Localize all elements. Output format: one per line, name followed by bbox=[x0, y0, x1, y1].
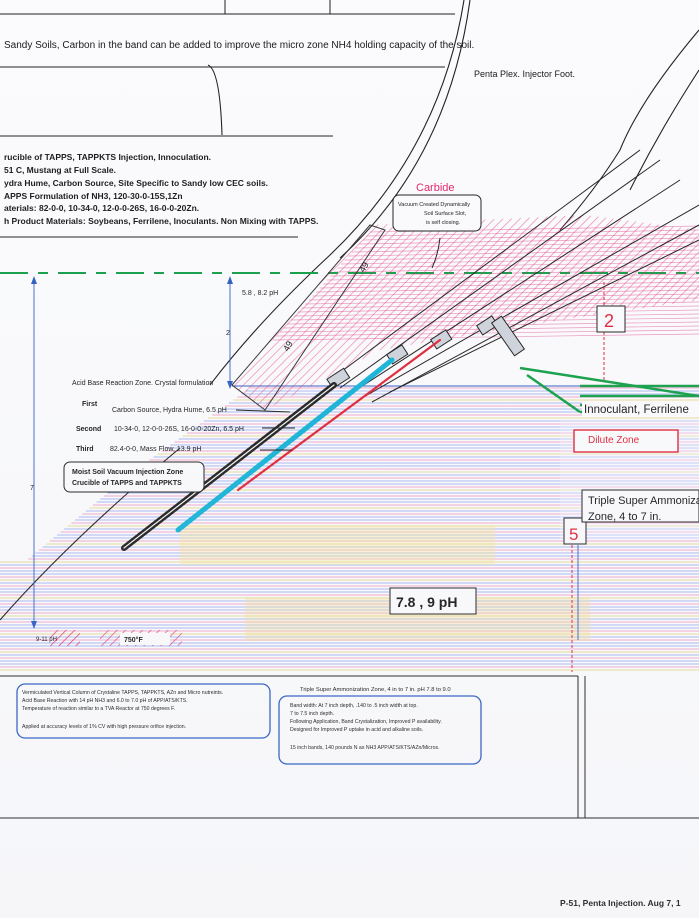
box-five-frame bbox=[563, 517, 587, 545]
temp-label: 750°F bbox=[124, 636, 143, 644]
injection-tubes bbox=[121, 338, 442, 551]
triple-zone-line-1: Band width: At 7 inch depth, .140 to .5 … bbox=[290, 703, 418, 709]
dim-seven-label: 7 bbox=[30, 485, 34, 492]
first-text: Carbon Source, Hydra Hume, 6.5 pH bbox=[112, 407, 227, 414]
dilute-zone-frame bbox=[573, 429, 679, 453]
triple-super-line-2: Zone, 4 to 7 in. bbox=[588, 511, 661, 523]
ph-main-frame bbox=[389, 587, 477, 615]
first-label: First bbox=[82, 401, 98, 408]
sandy-soils-note: Sandy Soils, Carbon in the band can be a… bbox=[4, 40, 474, 51]
box-two: 2 bbox=[604, 311, 614, 331]
angle-a-label: 49 bbox=[357, 260, 371, 274]
angle-b-label: 49 bbox=[281, 339, 295, 353]
second-text: 10-34-0, 12-0-0-26S, 16-0-0-20Zn, 6.5 pH bbox=[114, 426, 244, 433]
red-drop-arrows bbox=[571, 282, 605, 672]
triple-zone-line-4: Designed for Improved P uptake in acid a… bbox=[290, 727, 423, 733]
box-two-frame bbox=[596, 305, 626, 333]
crystal-column-box bbox=[16, 683, 271, 739]
innoculant-bg bbox=[582, 401, 699, 417]
vacuum-line-2: Soil Surface Slot, bbox=[424, 211, 467, 217]
crystal-line-2: Acid Base Reaction with 14 pH NH3 and 6.… bbox=[22, 698, 188, 704]
dilute-zone-label: Dilute Zone bbox=[588, 435, 640, 446]
heat-marks bbox=[50, 630, 182, 646]
second-label: Second bbox=[76, 426, 101, 433]
materials-note: aterials: 82-0-0, 10-34-0, 12-0-0-26S, 1… bbox=[4, 203, 199, 213]
vacuum-line-1: Vacuum Created Dynamically bbox=[398, 202, 470, 208]
acid-base-label: Acid Base Reaction Zone. Crystal formula… bbox=[72, 380, 213, 387]
injector-shank bbox=[329, 149, 699, 403]
triple-zone-line-2: 7 to 7.5 inch depth. bbox=[290, 711, 334, 717]
penta-plex-label: Penta Plex. Injector Foot. bbox=[474, 69, 575, 79]
triple-zone-line-6: 15 inch bands, 140 pounds N as NH3 APP/A… bbox=[290, 745, 440, 751]
triple-super-line-1: Triple Super Ammoniza bbox=[588, 495, 699, 507]
vacuum-line-3: is self closing. bbox=[426, 220, 461, 226]
footer-caption: P-51, Penta Injection. Aug 7, 1 bbox=[560, 898, 681, 908]
formulation-note: APPS Formulation of NH3, 120-30-0-15S,1Z… bbox=[4, 191, 183, 201]
ph-main-label: 7.8 , 9 pH bbox=[396, 594, 457, 610]
ph-low-label: 9-11 pH bbox=[36, 637, 57, 643]
dim-two-label: 2 bbox=[226, 330, 230, 337]
vacuum-box-frame bbox=[392, 194, 482, 232]
crystal-line-3: Temperature of reaction similar to a TVA… bbox=[22, 706, 175, 712]
third-label: Third bbox=[76, 446, 94, 453]
innoculant-label: Innoculant, Ferrilene bbox=[584, 404, 689, 416]
carbide-label: Carbide bbox=[416, 182, 455, 194]
page-rules bbox=[0, 0, 699, 819]
box-five: 5 bbox=[569, 525, 578, 544]
mustang-note: 51 C, Mustang at Full Scale. bbox=[4, 165, 116, 175]
ph-top-label: 5.8 , 8.2 pH bbox=[242, 290, 278, 297]
dimension-arrowheads bbox=[31, 276, 233, 629]
vacuum-wedge bbox=[231, 215, 699, 411]
hydra-note: ydra Hume, Carbon Source, Site Specific … bbox=[4, 178, 268, 188]
moist-line-2: Crucible of TAPPS and TAPPKTS bbox=[72, 480, 182, 487]
crucible-note: rucible of TAPPS, TAPPKTS Injection, Inn… bbox=[4, 152, 211, 162]
label-arrows bbox=[235, 237, 441, 451]
crystal-line-5: Applied at accuracy levels of 1% CV with… bbox=[22, 724, 186, 730]
crystal-line-1: Vermiculated Vertical Column of Crystali… bbox=[22, 690, 223, 696]
products-note: h Product Materials: Soybeans, Ferrilene… bbox=[4, 216, 318, 226]
dimension-lines bbox=[33, 280, 579, 640]
moist-line-1: Moist Soil Vacuum Injection Zone bbox=[72, 469, 183, 476]
triple-zone-title: Triple Super Ammonization Zone, 4 in to … bbox=[300, 687, 451, 693]
triple-zone-line-3: Following Application, Band Crystalizati… bbox=[290, 719, 442, 725]
triple-zone-box bbox=[278, 695, 482, 765]
moist-box-frame bbox=[63, 461, 205, 493]
third-text: 82.4-0-0, Mass Flow, 13.9 pH bbox=[110, 446, 201, 453]
triple-super-frame bbox=[581, 489, 699, 523]
